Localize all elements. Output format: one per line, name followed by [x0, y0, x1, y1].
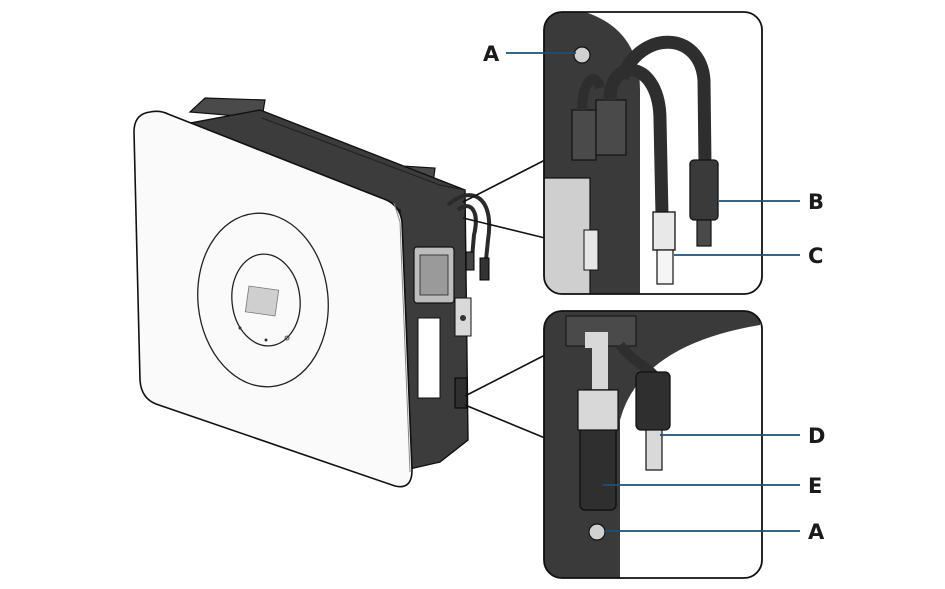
connector-c	[652, 211, 676, 251]
detail-bottom	[543, 310, 763, 579]
callout-b: B	[808, 190, 824, 214]
detail-top	[543, 11, 763, 295]
display-window	[244, 285, 280, 317]
device-cable-top	[446, 193, 492, 271]
side-label	[417, 317, 441, 399]
callout-e: E	[808, 474, 822, 498]
callout-a-bottom: A	[808, 520, 825, 544]
outer-ring	[197, 212, 329, 388]
zoom-lines	[462, 159, 546, 439]
callout-leaders	[506, 52, 800, 532]
connector-b	[689, 159, 719, 221]
callout-d: D	[808, 424, 825, 448]
callout-a-top: A	[483, 42, 500, 66]
screw-a-bottom	[588, 523, 606, 541]
device-connector-lower	[454, 377, 468, 409]
rj45-cable	[603, 63, 669, 216]
screw-a-top	[573, 46, 591, 64]
power-cable	[615, 35, 712, 166]
connector-d	[635, 371, 671, 431]
inverter-device	[133, 97, 492, 488]
callout-c: C	[808, 244, 823, 268]
